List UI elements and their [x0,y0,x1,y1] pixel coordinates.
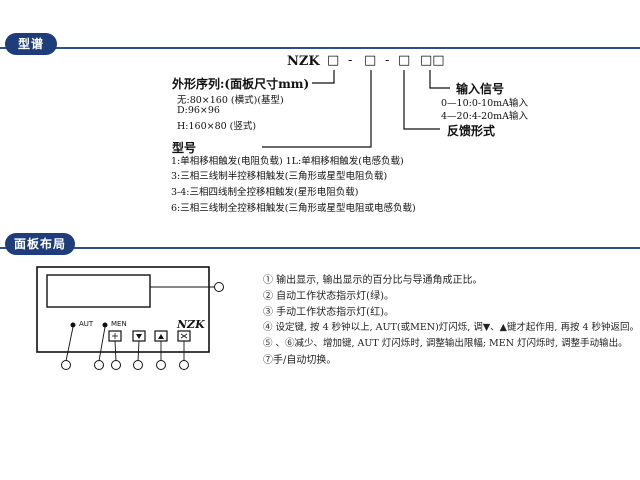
men-indicator-label: MEN [111,320,127,328]
type-item: 1:单相移相触发(电阻负载) 1L:单相移相触发(电感负载) [171,156,404,167]
callout-number: ⑦ [180,359,187,368]
callout-number: ① [215,281,222,290]
panel-brand-logo: NZK [177,318,205,331]
input-signal-item: 4—20:4-20mA输入 [441,111,529,122]
callout-number: ⑤ [134,359,141,368]
input-signal-item: 0—10:0-10mA输入 [441,98,529,109]
shape-series-item: 无:80×160 (横式)(基型) [177,95,284,106]
type-item: 6:三相三线制全控移相触发(三角形或星型电阻或电感负载) [171,203,416,214]
model-code-box-1: □ [327,53,340,68]
section-rule [0,47,640,49]
model-code-prefix: NZK [287,54,320,69]
input-signal-title: 输入信号 [456,82,505,96]
shape-series-item: H:160×80 (竖式) [177,121,257,132]
type-item: 3-4:三相四线制全控移相触发(星形电阻负载) [171,187,359,198]
callout-number: ③ [95,359,102,368]
section-rule [0,247,640,249]
section-title-panel: 面板布局 [5,233,75,255]
section-title-model: 型谱 [5,33,57,55]
panel-note: ⑤ 、⑥减少、增加键, AUT 灯闪烁时, 调整输出限幅; MEN 灯闪烁时, … [263,338,628,349]
model-code-dash-1: - [348,53,353,68]
callout-number: ⑥ [157,359,164,368]
panel-note: ④ 设定键, 按 4 秒钟以上, AUT(或MEN)灯闪烁, 调▼、▲键才起作用… [263,322,640,333]
shape-series-item: D:96×96 [177,105,220,116]
panel-note: ② 自动工作状态指示灯(绿)。 [263,291,394,302]
model-code-box-2: □ [364,53,377,68]
panel-note: ① 输出显示, 输出显示的百分比与导通角成正比。 [263,275,483,286]
panel-note: ⑦手/自动切换。 [263,355,337,366]
model-code-box-4: □□ [420,53,445,68]
callout-number: ④ [112,359,119,368]
type-item: 3:三相三线制半控移相触发(三角形或星型电阻负载) [171,171,388,182]
callout-number: ② [62,359,69,368]
aut-indicator-label: AUT [79,320,94,328]
panel-note: ③ 手动工作状态指示灯(红)。 [263,307,394,318]
section-header-panel: 面板布局 [0,233,640,255]
section-header-model: 型谱 [0,33,640,55]
shape-series-title: 外形序列:(面板尺寸mm) [172,77,310,91]
feedback-title: 反馈形式 [447,124,496,138]
model-code-box-3: □ [398,53,411,68]
model-code-dash-2: - [385,53,390,68]
type-title: 型号 [172,141,197,155]
